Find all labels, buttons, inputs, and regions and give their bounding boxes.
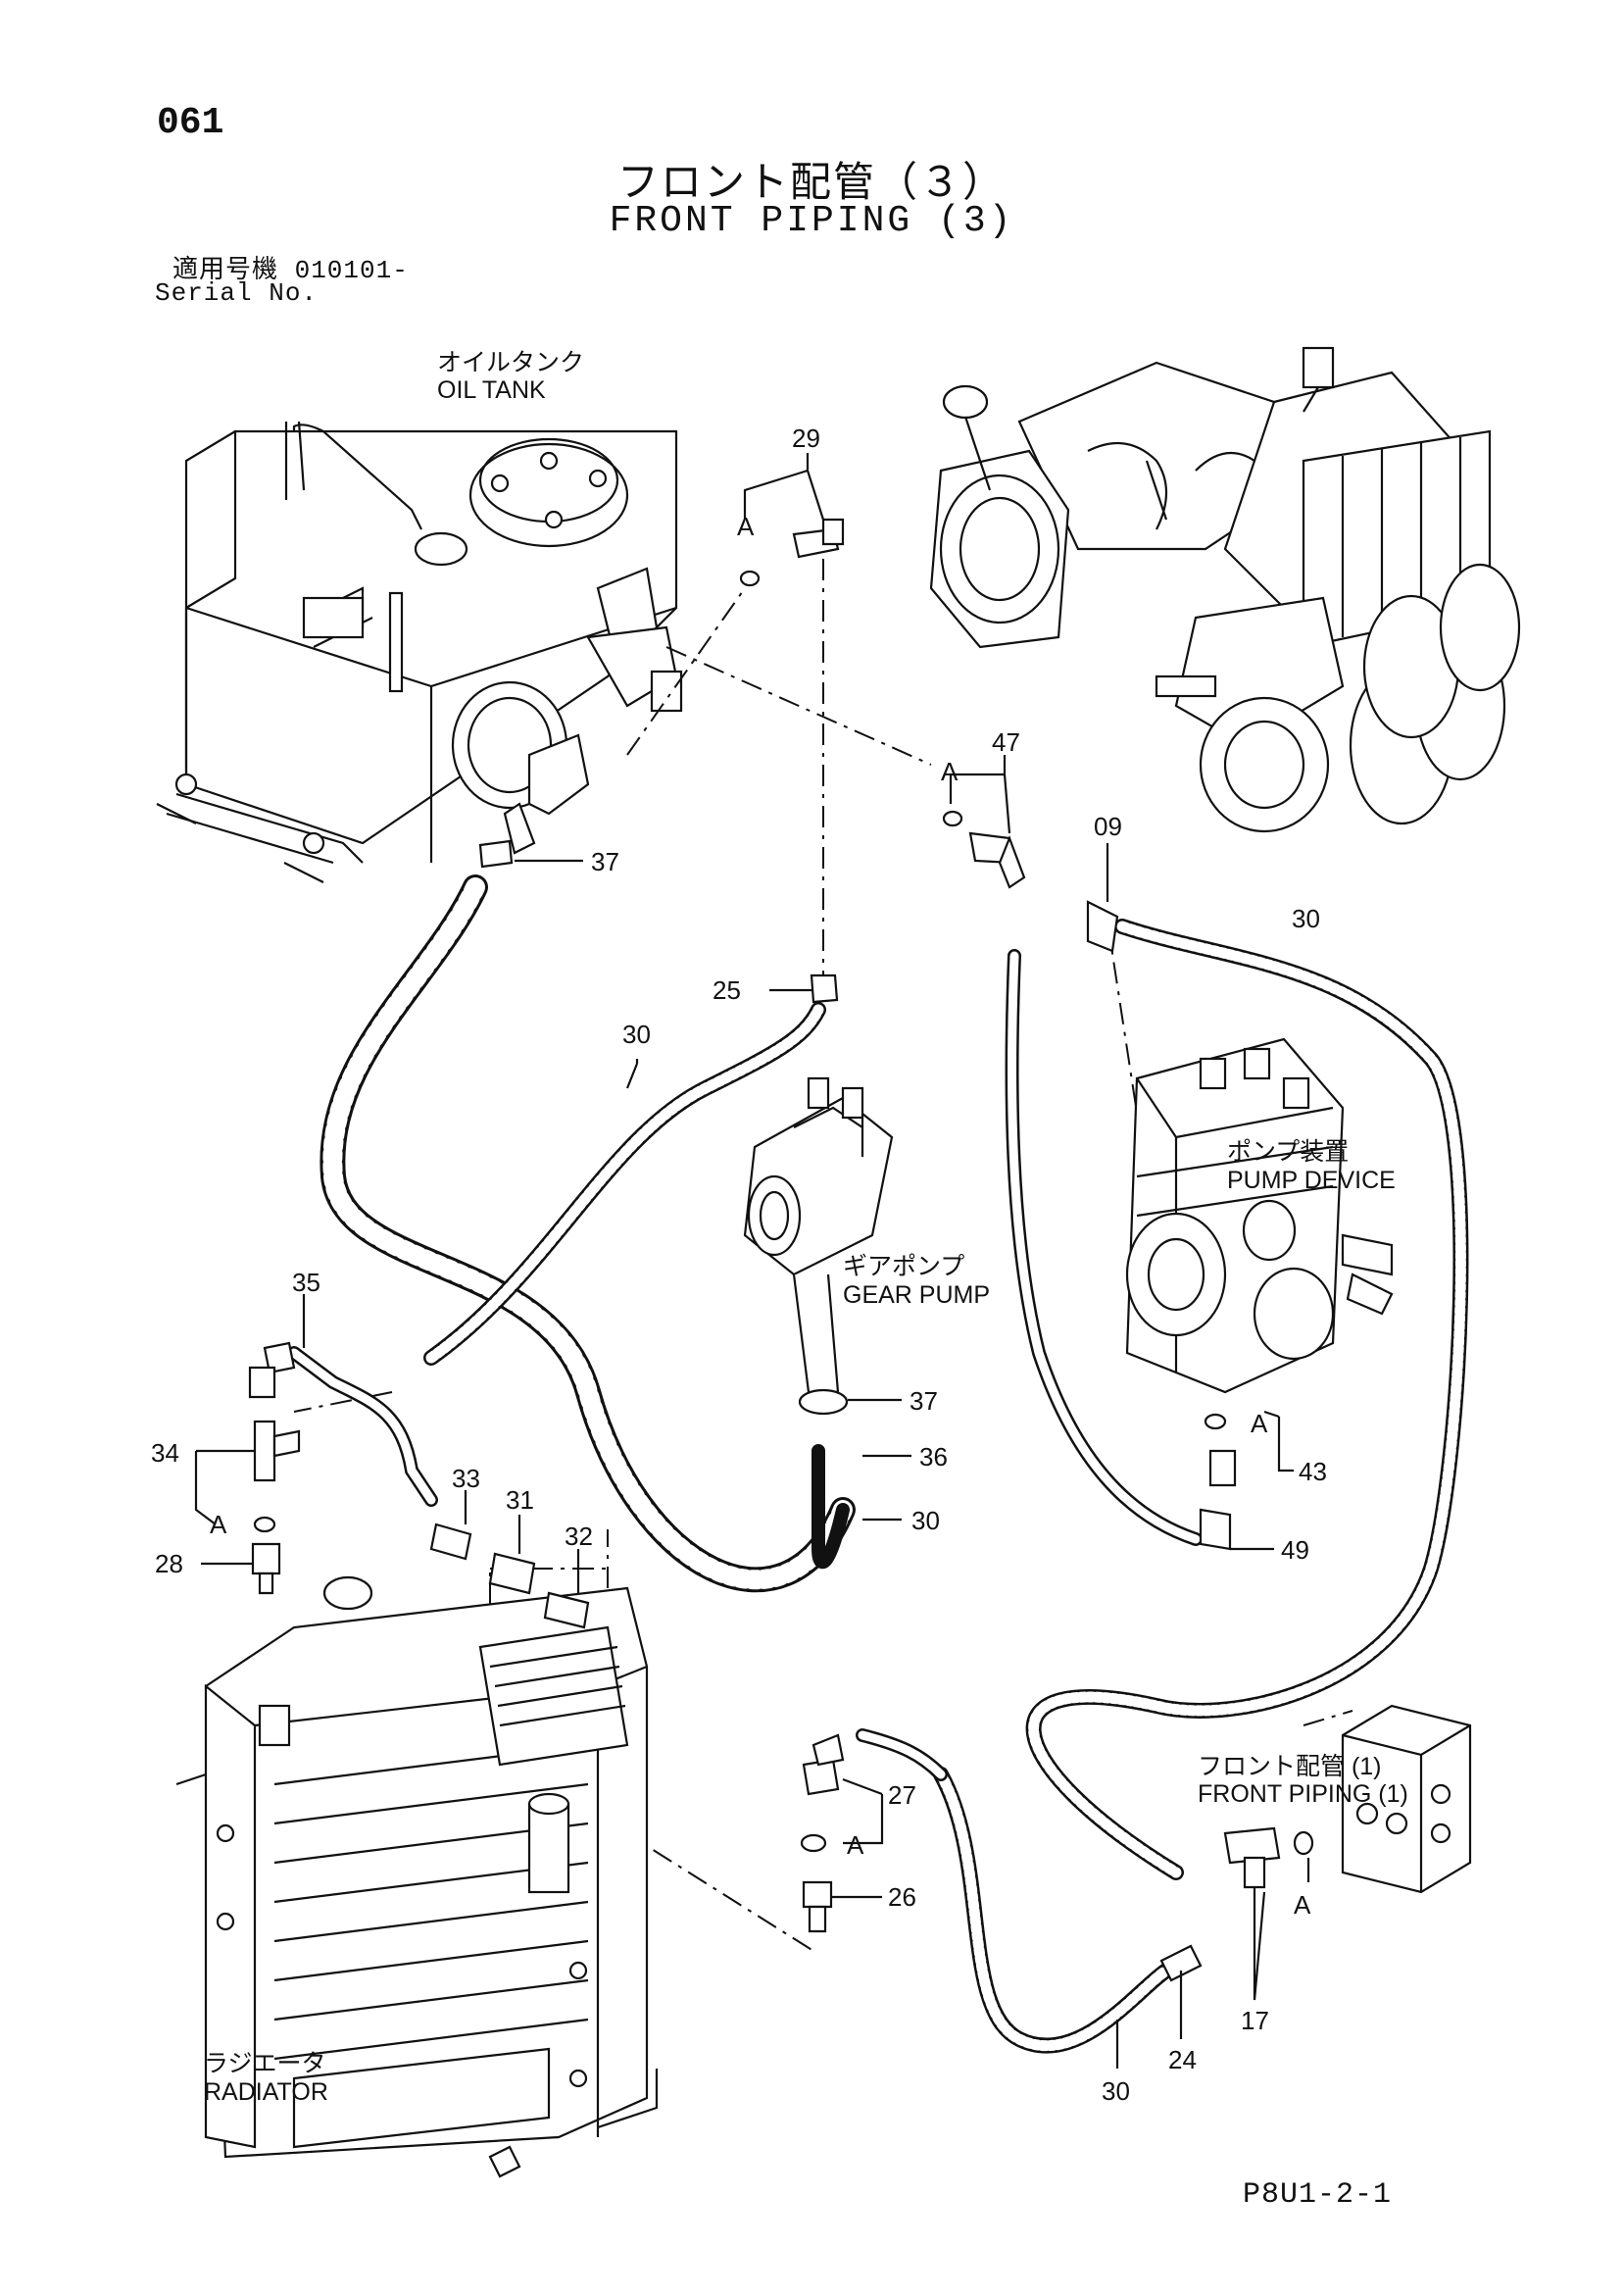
callout-30-hose-upper: 30: [622, 1020, 651, 1049]
tube-36: [812, 1444, 850, 1570]
radiator-drawing: [175, 1575, 659, 2178]
callout-25: 25: [713, 975, 741, 1005]
callout-31: 31: [506, 1485, 534, 1515]
callout-27: 27: [888, 1780, 916, 1810]
page-title-en: FRONT PIPING (3): [609, 200, 1014, 242]
pump-device-label-jp: ポンプ装置: [1227, 1138, 1350, 1166]
callout-36: 36: [919, 1442, 948, 1472]
o-ring-marker-a: A: [210, 1510, 227, 1539]
tube-27: [856, 1728, 948, 1781]
callout-33: 33: [452, 1464, 480, 1493]
braided-hose-front-piping: [933, 1767, 1174, 2054]
callout-26: 26: [888, 1882, 916, 1912]
oil-tank-label-jp: オイルタンク: [437, 349, 585, 376]
tube-35: [287, 1346, 438, 1507]
callout-37-bottom: 37: [910, 1386, 938, 1416]
callout-17: 17: [1241, 2006, 1269, 2035]
o-ring-marker-a: A: [847, 1830, 864, 1860]
callout-29: 29: [792, 424, 820, 453]
callout-49: 49: [1281, 1535, 1309, 1565]
o-ring-marker-a: A: [1294, 1890, 1311, 1920]
front-piping-block-drawing: [1341, 1704, 1472, 1894]
braided-hose-pump-device: [1025, 919, 1469, 1880]
braided-hose-oiltank-to-gearpump: [423, 1002, 826, 1366]
callout-30-hose-lower: 30: [911, 1506, 940, 1535]
tube-47-to-49: [1005, 949, 1203, 1546]
callout-47: 47: [992, 727, 1020, 757]
fittings: [248, 518, 1314, 1982]
machine-overview-drawing: [929, 346, 1521, 833]
o-ring-marker-a: A: [1251, 1409, 1268, 1438]
callout-30-pump-hose: 30: [1292, 904, 1320, 933]
callout-24: 24: [1168, 2045, 1197, 2074]
callout-32: 32: [565, 1522, 593, 1551]
page-number: 061: [157, 102, 224, 144]
serial-label-jp: 適用号機 010101-: [172, 256, 409, 285]
callout-35: 35: [292, 1268, 320, 1297]
radiator-label-jp: ラジエータ: [204, 2050, 326, 2077]
front-piping-label-en: FRONT PIPING (1): [1198, 1780, 1408, 1808]
front-piping-label-jp: フロント配管 (1): [1198, 1753, 1382, 1780]
callout-09: 09: [1094, 812, 1122, 841]
page-title-jp: フロント配管（３）: [616, 159, 1006, 205]
pump-device-drawing: [1125, 1037, 1394, 1394]
o-ring-marker-a: A: [737, 512, 755, 541]
o-ring-marker-a: A: [941, 757, 959, 786]
callout-37-top: 37: [591, 847, 619, 876]
gear-pump-label-en: GEAR PUMP: [843, 1281, 991, 1309]
callout-28: 28: [155, 1549, 183, 1578]
serial-label-en: Serial No.: [155, 278, 319, 308]
suction-hose-30: [320, 874, 856, 1593]
footer-code: P8U1-2-1: [1243, 2178, 1393, 2212]
radiator-label-en: RADIATOR: [204, 2078, 328, 2106]
leader-lines: [194, 453, 1310, 2069]
oil-tank-drawing: [156, 421, 683, 883]
callout-34: 34: [151, 1438, 179, 1468]
callout-43: 43: [1299, 1457, 1327, 1486]
gear-pump-drawing: [743, 1076, 894, 1394]
oil-tank-label-en: OIL TANK: [437, 376, 546, 404]
pump-device-label-en: PUMP DEVICE: [1227, 1167, 1396, 1194]
gear-pump-label-jp: ギアポンプ: [843, 1253, 965, 1280]
callout-30-front: 30: [1102, 2076, 1130, 2106]
